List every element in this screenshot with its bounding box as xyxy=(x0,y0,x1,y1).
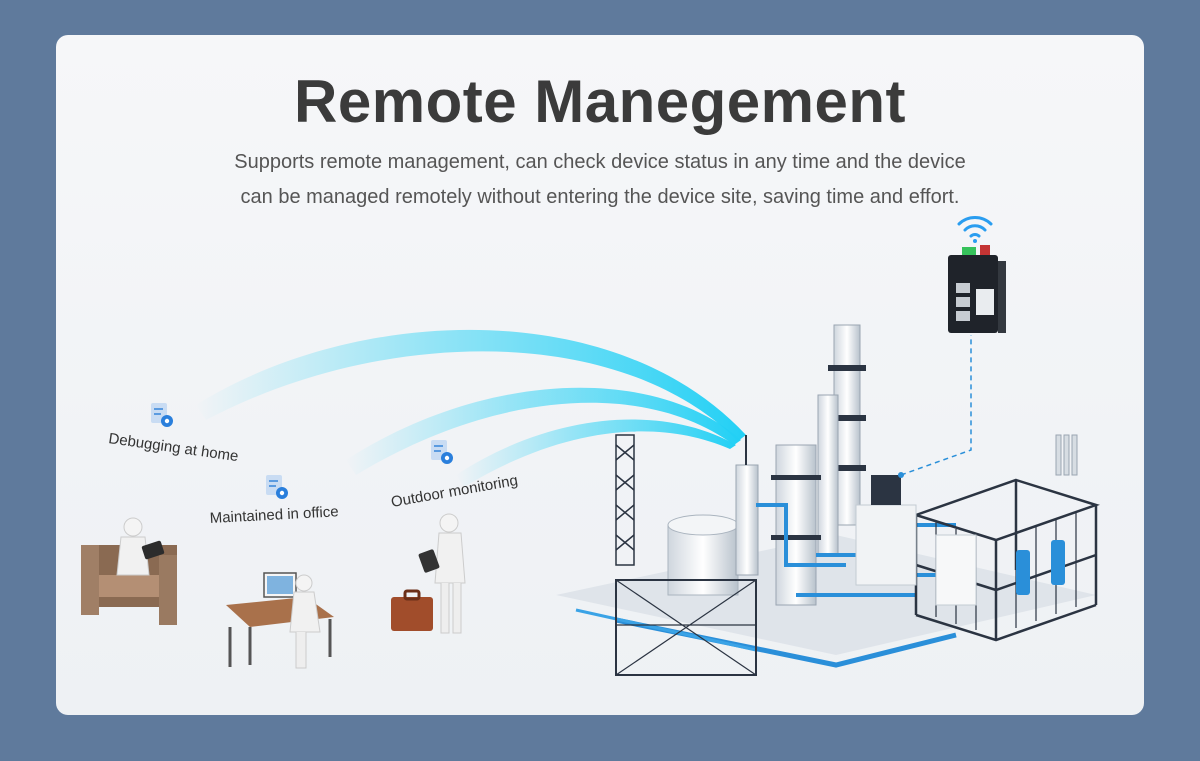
lattice-tower-left xyxy=(615,434,635,566)
network-switch-device xyxy=(948,245,1006,333)
wifi-icon xyxy=(957,216,993,243)
location-label-outdoor: Outdoor monitoring xyxy=(390,472,519,511)
illustration-scene: Debugging at home Maintained in office xyxy=(81,216,1100,676)
content-card: Remote Manegement Supports remote manage… xyxy=(56,35,1144,715)
page-title: Remote Manegement xyxy=(294,68,906,135)
person-at-desk xyxy=(226,572,334,669)
signal-arc-office xyxy=(346,387,741,475)
person-with-tablet xyxy=(391,513,466,634)
device-link-line xyxy=(900,335,972,476)
location-office: Maintained in office xyxy=(209,475,339,669)
settings-document-icon xyxy=(266,475,288,499)
settings-document-icon xyxy=(151,403,173,427)
distillation-columns xyxy=(735,324,866,606)
settings-document-icon xyxy=(431,440,453,464)
signal-arcs xyxy=(196,329,746,487)
page-subtitle: Supports remote management, can check de… xyxy=(146,145,1054,215)
location-label-office: Maintained in office xyxy=(209,503,339,527)
stacks xyxy=(1055,434,1078,476)
person-on-armchair xyxy=(81,517,177,625)
industrial-plant xyxy=(556,324,1100,676)
subtitle-line-2: can be managed remotely without entering… xyxy=(240,186,960,208)
signal-arc-outdoor xyxy=(456,419,736,487)
location-outdoor: Outdoor monitoring xyxy=(390,440,519,634)
storage-tank xyxy=(615,514,757,676)
subtitle-line-1: Supports remote management, can check de… xyxy=(234,151,966,173)
location-label-home: Debugging at home xyxy=(107,430,239,465)
signal-arc-home xyxy=(196,329,746,441)
